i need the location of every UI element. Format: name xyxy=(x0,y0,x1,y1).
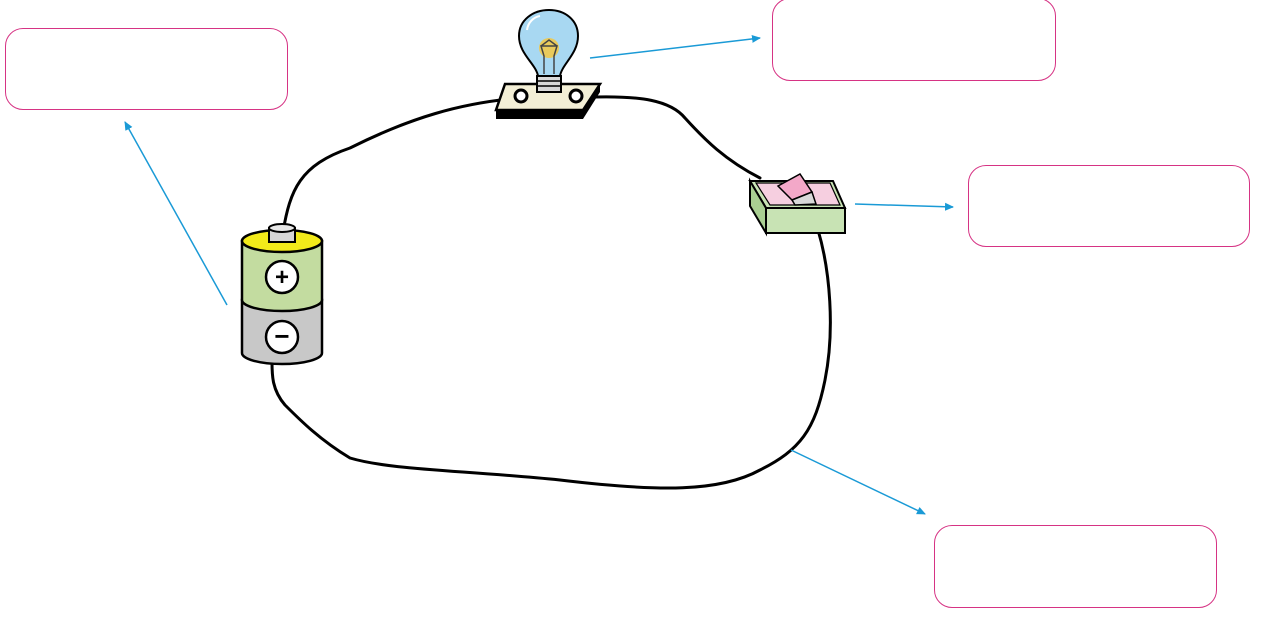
arrow-to-wire-label xyxy=(790,449,926,515)
light-bulb-icon xyxy=(494,8,603,119)
arrow-to-battery-label xyxy=(124,121,228,306)
wire-label-box xyxy=(934,525,1217,608)
negative-symbol: − xyxy=(274,321,289,351)
switch-label-box xyxy=(968,165,1250,247)
battery-icon xyxy=(240,223,324,366)
bulb-label-box xyxy=(772,0,1056,81)
wire xyxy=(270,95,832,490)
positive-symbol: + xyxy=(275,264,289,291)
arrow-to-bulb-label xyxy=(589,34,761,59)
battery-label-box xyxy=(5,28,288,110)
switch-icon xyxy=(748,173,847,237)
arrow-to-switch-label xyxy=(854,202,954,211)
